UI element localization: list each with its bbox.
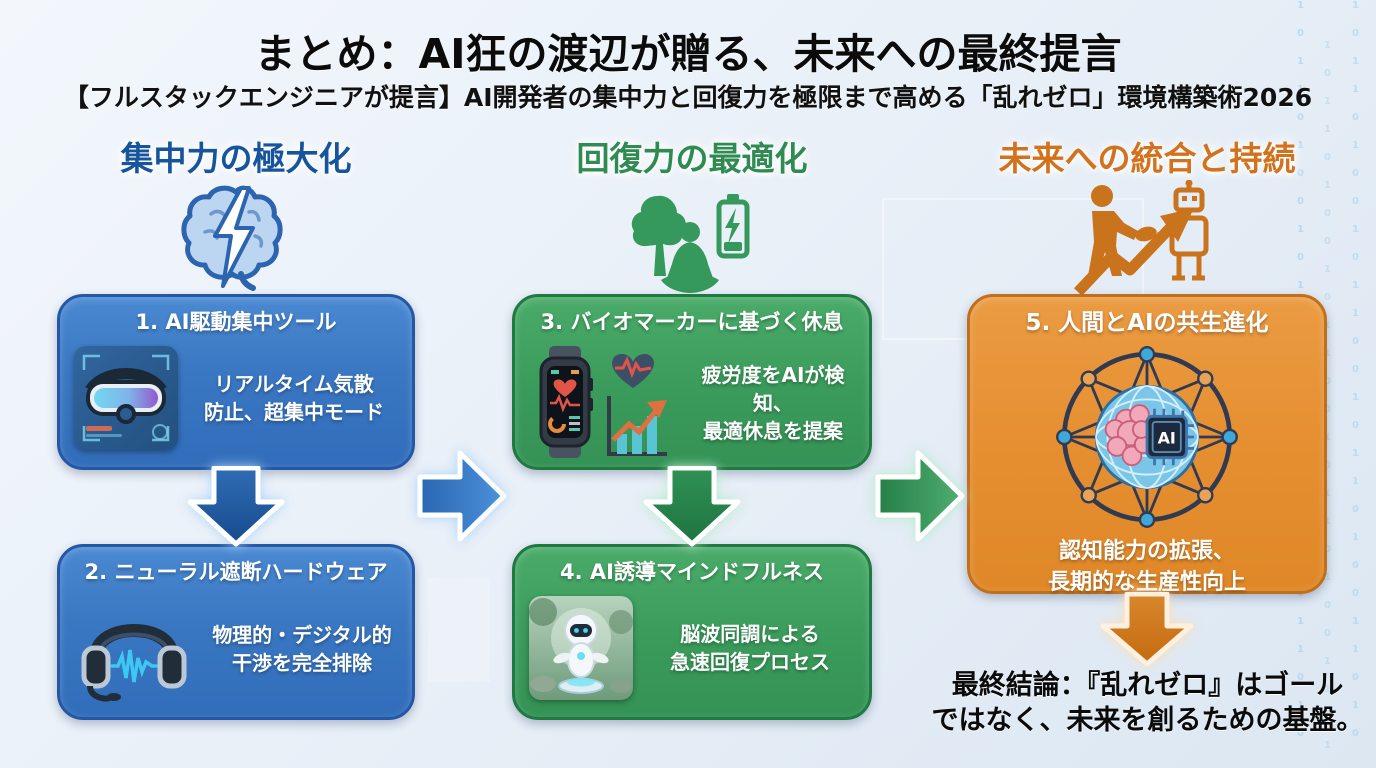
subtitle: 【フルスタックエンジニアが提言】AI開発者の集中力と回復力を極限まで高める「乱れ… [63, 83, 1313, 112]
column-header-future: 未来への統合と持続 [998, 139, 1296, 178]
step-3-title: 3. バイオマーカーに基づく休息 [540, 310, 844, 334]
meditating-robot-image [529, 596, 633, 701]
right-arrow-green [874, 444, 966, 548]
step-box-3: 3. バイオマーカーに基づく休息 [512, 294, 872, 470]
step-1-description: リアルタイム気散 防止、超集中モード [204, 372, 384, 425]
human-ai-network-image: AI [984, 343, 1310, 531]
background-shape [428, 578, 490, 682]
step-2-title: 2. ニューラル遮断ハードウェア [84, 560, 388, 584]
step-2-description: 物理的・デジタル的 干渉を完全排除 [212, 623, 392, 676]
human-robot-handshake-icon [1072, 179, 1222, 302]
column-header-focus: 集中力の極大化 [120, 139, 352, 178]
meditation-tree-battery-icon [627, 186, 757, 298]
step-4-description: 脳波同調による 急速回復プロセス [670, 622, 830, 675]
step-5-description: 認知能力の拡張、 長期的な生産性向上 [1047, 538, 1246, 595]
down-arrow-green [636, 465, 748, 548]
down-arrow-blue [180, 465, 292, 548]
step-box-1: 1. AI駆動集中ツール [57, 294, 415, 470]
column-header-recovery: 回復力の最適化 [576, 139, 808, 178]
noise-cancelling-headphones-image [74, 596, 194, 702]
main-title: まとめ：AI狂の渡辺が贈る、未来への最終提言 [254, 30, 1122, 78]
right-arrow-blue [416, 444, 508, 548]
vr-goggles-image [74, 346, 178, 451]
step-3-description: 疲労度をAIが検知、 最適休息を提案 [701, 363, 845, 444]
ai-chip-label: AI [1158, 428, 1176, 447]
smartwatch-biometrics-image [529, 346, 679, 460]
step-1-title: 1. AI駆動集中ツール [135, 310, 337, 334]
step-5-title: 5. 人間とAIの共生進化 [1025, 310, 1269, 336]
step-4-title: 4. AI誘導マインドフルネス [560, 560, 824, 584]
step-box-5: 5. 人間とAIの共生進化 [967, 294, 1327, 595]
step-box-4: 4. AI誘導マインドフルネス [512, 544, 872, 720]
down-arrow-orange [1091, 591, 1203, 668]
brain-lightning-icon [181, 184, 291, 296]
final-conclusion: 最終結論：『乱れゼロ』はゴール ではなく、未来を創るための基盤。 [931, 670, 1364, 737]
step-box-2: 2. ニューラル遮断ハードウェア 物理的・デジタル的 干渉を完全排除 [57, 544, 415, 720]
